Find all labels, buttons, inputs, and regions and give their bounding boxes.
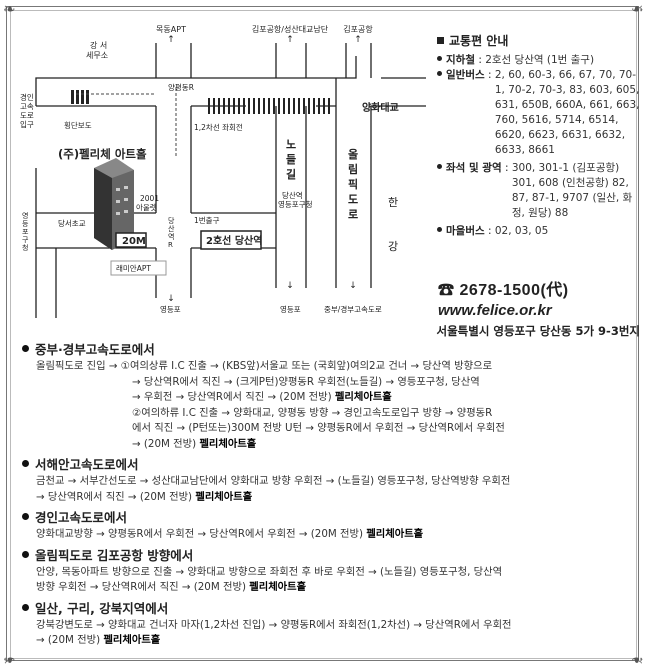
map-label-ydp-1: 영등포: [160, 304, 181, 314]
svg-text:↓: ↓: [349, 281, 357, 291]
transport-info-title: 교통편 안내: [437, 34, 642, 49]
route-title: 중부·경부고속도로에서: [22, 341, 632, 359]
dot-bullet-icon: [22, 345, 29, 352]
dot-bullet-icon: [437, 164, 442, 169]
map-label-line2-dangsan: 2호선 당산역: [206, 234, 262, 247]
map-label-ydp-2: 영등포: [280, 304, 301, 314]
website-link[interactable]: www.felice.or.kr: [438, 302, 552, 319]
corner-ornament-icon: ❧: [3, 0, 16, 18]
map-label-yangpyeong-r: 양평동R: [168, 82, 194, 92]
svg-text:↑: ↑: [354, 35, 362, 45]
dot-bullet-icon: [437, 227, 442, 232]
route-title: 서해안고속도로에서: [22, 456, 632, 474]
svg-text:↓: ↓: [286, 281, 294, 291]
transport-info: 교통편 안내 지하철 : 2호선 당산역 (1번 출구) 일반버스 : 2, 6…: [437, 34, 642, 239]
svg-text:↑: ↑: [286, 35, 294, 45]
map-label-felice-arthall: (주)펠리체 아트홀: [58, 147, 147, 161]
route-body: 안양, 목동아파트 방향으로 진출 → 양화대교 방향으로 좌회전 후 바로 우…: [36, 565, 503, 594]
map-label-jungbu: 중부/경부고속도로: [324, 304, 382, 314]
phone-number: ☎ 2678-1500(代): [438, 282, 569, 299]
building-icon: [94, 158, 134, 250]
route-section: 올림픽도로 김포공항 방향에서 안양, 목동아파트 방향으로 진출 → 양화대교…: [22, 547, 632, 596]
svg-text:↑: ↑: [167, 35, 175, 45]
dot-bullet-icon: [437, 56, 442, 61]
map-label-han: 한: [388, 196, 398, 209]
map-label-20m: 20M: [122, 236, 146, 247]
route-body: 양화대교방향 → 양평동R에서 우회전 → 당산역R에서 우회전 → (20M …: [36, 528, 424, 540]
corner-ornament-icon: ❧: [631, 0, 644, 18]
map-label-remian: 래미안APT: [116, 263, 151, 273]
route-title: 일산, 구리, 강북지역에서: [22, 600, 632, 618]
route-title: 경인고속도로에서: [22, 509, 632, 527]
info-item: 좌석 및 광역 : 300, 301-1 (김포공항) 301, 608 (인천…: [437, 161, 642, 221]
corner-ornament-icon: ❧: [631, 651, 644, 669]
corner-ornament-icon: ❧: [3, 651, 16, 669]
svg-text:↓: ↓: [167, 294, 175, 304]
square-bullet-icon: [437, 37, 444, 44]
route-section: 서해안고속도로에서 금천교 → 서부간선도로 → 성산대교남단에서 양화대교 방…: [22, 456, 632, 505]
route-title: 올림픽도로 김포공항 방향에서: [22, 547, 632, 565]
contact-block: ☎ 2678-1500(代) www.felice.or.kr: [438, 276, 638, 319]
route-body: 금천교 → 서부간선도로 → 성산대교남단에서 양화대교 방향 우회전 → (노…: [36, 475, 511, 503]
dot-bullet-icon: [22, 513, 29, 520]
route-body: 강북강변도로 → 양화대교 건너자 마자(1,2차선 진입) → 양평동R에서 …: [36, 618, 512, 647]
map-label-left-turn: 1,2차선 좌회전: [194, 122, 243, 132]
map-label-yanghwa-bridge: 양화대교: [362, 101, 399, 114]
dot-bullet-icon: [22, 603, 29, 611]
outer-frame: [6, 6, 639, 661]
map-label-gang: 강: [388, 240, 398, 253]
dot-bullet-icon: [22, 460, 29, 467]
route-body: 올림픽도로 진입 → ①여의상류 I.C 진출 → (KBS앞)서울교 또는 (…: [36, 360, 505, 450]
dot-bullet-icon: [22, 550, 29, 558]
route-section: 경인고속도로에서 양화대교방향 → 양평동R에서 우회전 → 당산역R에서 우회…: [22, 509, 632, 543]
map-label-gimpo-seongsan: 김포공항/성산대교남단: [252, 24, 329, 34]
info-item: 일반버스 : 2, 60, 60-3, 66, 67, 70, 70-1, 70…: [437, 68, 642, 158]
inner-frame: [10, 10, 637, 659]
route-section: 중부·경부고속도로에서 올림픽도로 진입 → ①여의상류 I.C 진출 → (K…: [22, 341, 632, 452]
map-label-mokdong: 목동APT: [156, 25, 186, 34]
dot-bullet-icon: [437, 71, 442, 76]
map-label-exit1: 1번출구: [194, 215, 220, 225]
route-directions: 중부·경부고속도로에서 올림픽도로 진입 → ①여의상류 I.C 진출 → (K…: [22, 341, 632, 653]
map-label-crosswalk: 횡단보도: [64, 120, 92, 130]
route-section: 일산, 구리, 강북지역에서 강북강변도로 → 양화대교 건너자 마자(1,2차…: [22, 600, 632, 649]
map-label-gimpo: 김포공항: [343, 24, 373, 34]
info-item: 지하철 : 2호선 당산역 (1번 출구): [437, 53, 642, 68]
map-label-dangseo-school: 당서초교: [58, 218, 86, 228]
address: 서울특별시 영등포구 당산동 5가 9-3번지: [436, 324, 641, 338]
info-item: 마을버스 : 02, 03, 05: [437, 224, 642, 239]
